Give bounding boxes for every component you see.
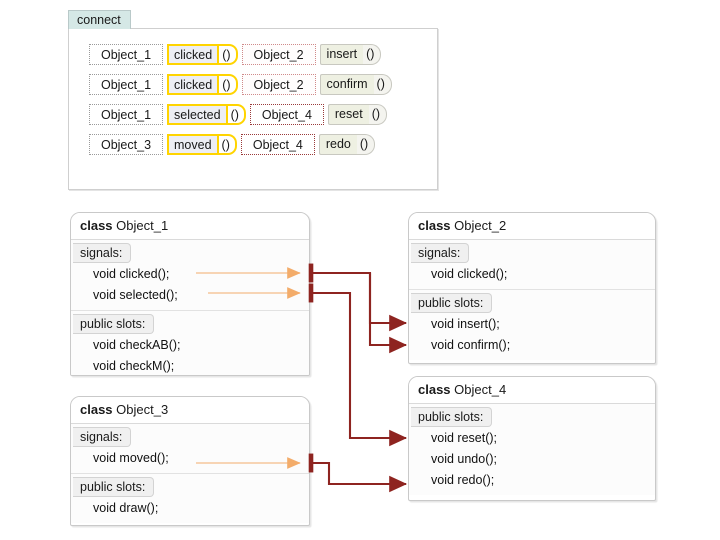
connect-table: Object_1 clicked () Object_2 insert () O… <box>89 41 392 157</box>
class-member[interactable]: void clicked(); <box>431 267 508 281</box>
connect-panel: connect Object_1 clicked () Object_2 ins… <box>68 10 438 190</box>
slot-cell[interactable]: redo () <box>318 133 376 155</box>
signal-name[interactable]: moved <box>167 133 219 155</box>
class-header: class Object_4 <box>409 377 655 404</box>
wire-clicked-to-confirm <box>368 273 408 354</box>
class-section-signals: signals: void clicked(); <box>409 240 655 290</box>
receiver-object[interactable]: Object_4 <box>240 133 315 155</box>
class-header: class Object_1 <box>71 213 309 240</box>
class-box-object-4[interactable]: class Object_4 public slots: void reset(… <box>408 376 656 501</box>
class-keyword: class <box>80 402 113 417</box>
class-name: Object_1 <box>116 218 169 233</box>
sender-object[interactable]: Object_1 <box>89 103 163 125</box>
wire-selected-to-reset <box>308 283 408 447</box>
class-name: Object_4 <box>454 382 507 397</box>
receiver-object[interactable]: Object_2 <box>241 73 316 95</box>
class-member[interactable]: void redo(); <box>431 473 495 487</box>
class-section-public-slots: public slots: void draw(); <box>71 474 309 523</box>
class-section-signals: signals: void moved(); <box>71 424 309 474</box>
signal-name[interactable]: clicked <box>167 43 220 65</box>
slot-cell[interactable]: insert () <box>319 43 382 65</box>
signal-parens: () <box>219 43 238 65</box>
class-keyword: class <box>418 218 451 233</box>
tab-connect[interactable]: connect <box>68 10 131 29</box>
class-header: class Object_3 <box>71 397 309 424</box>
class-member[interactable]: void reset(); <box>431 431 497 445</box>
connect-row[interactable]: Object_1 clicked () Object_2 insert () <box>89 41 392 67</box>
class-member[interactable]: void draw(); <box>93 501 159 515</box>
signal-cell[interactable]: selected () <box>167 103 246 125</box>
class-header: class Object_2 <box>409 213 655 240</box>
slot-parens: () <box>356 133 376 155</box>
connect-row[interactable]: Object_3 moved () Object_4 redo () <box>89 131 392 157</box>
section-label: signals: <box>73 427 132 447</box>
signal-cell[interactable]: clicked () <box>167 43 238 65</box>
class-section-signals: signals: void clicked(); void selected()… <box>71 240 309 311</box>
slot-cell[interactable]: reset () <box>327 103 388 125</box>
slot-name[interactable]: redo <box>318 133 357 155</box>
sender-object[interactable]: Object_1 <box>89 73 163 95</box>
class-member[interactable]: void selected(); <box>93 288 178 302</box>
section-label: public slots: <box>73 477 155 497</box>
signal-name[interactable]: selected <box>167 103 228 125</box>
signal-parens: () <box>227 103 246 125</box>
wire-clicked-to-insert <box>308 263 408 332</box>
class-section-public-slots: public slots: void insert(); void confir… <box>409 290 655 360</box>
slot-parens: () <box>368 103 388 125</box>
class-box-object-1[interactable]: class Object_1 signals: void clicked(); … <box>70 212 310 376</box>
connect-row[interactable]: Object_1 clicked () Object_2 confirm () <box>89 71 392 97</box>
slot-cell[interactable]: confirm () <box>319 73 392 95</box>
section-label: public slots: <box>411 407 493 427</box>
class-keyword: class <box>418 382 451 397</box>
connect-row[interactable]: Object_1 selected () Object_4 reset () <box>89 101 392 127</box>
class-member[interactable]: void moved(); <box>93 451 169 465</box>
class-member[interactable]: void confirm(); <box>431 338 511 352</box>
slot-parens: () <box>373 73 392 95</box>
slot-name[interactable]: confirm <box>319 73 374 95</box>
receiver-object[interactable]: Object_4 <box>249 103 324 125</box>
section-label: public slots: <box>73 314 155 334</box>
receiver-object[interactable]: Object_2 <box>241 43 316 65</box>
section-label: signals: <box>411 243 470 263</box>
section-label: signals: <box>73 243 132 263</box>
signal-cell[interactable]: clicked () <box>167 73 238 95</box>
signal-parens: () <box>218 133 237 155</box>
class-keyword: class <box>80 218 113 233</box>
class-section-public-slots: public slots: void checkAB(); void check… <box>71 311 309 375</box>
slot-parens: () <box>363 43 382 65</box>
connect-panel-body: Object_1 clicked () Object_2 insert () O… <box>68 28 438 190</box>
signal-name[interactable]: clicked <box>167 73 220 95</box>
signal-parens: () <box>219 73 238 95</box>
slot-name[interactable]: reset <box>327 103 369 125</box>
class-member[interactable]: void checkAB(); <box>93 338 181 352</box>
class-member[interactable]: void undo(); <box>431 452 498 466</box>
slot-name[interactable]: insert <box>319 43 364 65</box>
class-member[interactable]: void clicked(); <box>93 267 170 281</box>
class-box-object-3[interactable]: class Object_3 signals: void moved(); pu… <box>70 396 310 526</box>
class-name: Object_3 <box>116 402 169 417</box>
class-box-object-2[interactable]: class Object_2 signals: void clicked(); … <box>408 212 656 364</box>
wire-moved-to-redo <box>308 453 408 493</box>
sender-object[interactable]: Object_1 <box>89 43 163 65</box>
signal-cell[interactable]: moved () <box>167 133 237 155</box>
class-section-public-slots: public slots: void reset(); void undo();… <box>409 404 655 495</box>
class-member[interactable]: void checkM(); <box>93 359 175 373</box>
class-name: Object_2 <box>454 218 507 233</box>
section-label: public slots: <box>411 293 493 313</box>
sender-object[interactable]: Object_3 <box>89 133 163 155</box>
class-member[interactable]: void insert(); <box>431 317 500 331</box>
